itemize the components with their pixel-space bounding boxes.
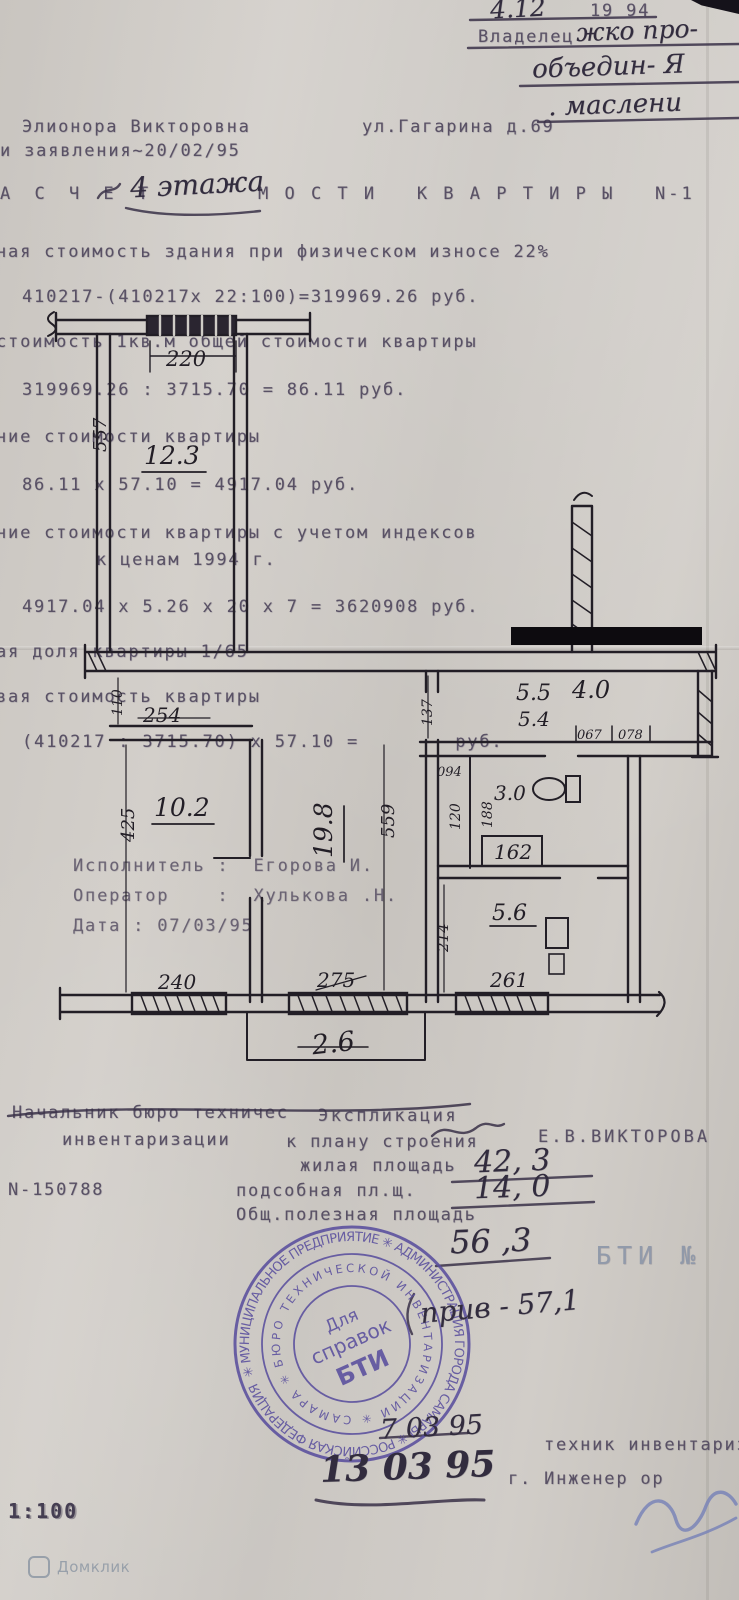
dim-559: 559 [378, 804, 399, 838]
domclick-logo-icon [28, 1556, 50, 1578]
bti-stamp: ✳ МУНИЦИПАЛЬНОЕ ПРЕДПРИЯТИЕ ✳ АДМИНИСТРА… [208, 1200, 496, 1488]
calc-line-9: 4917.04 х 5.26 х 20 х 7 = 3620908 руб. [22, 597, 480, 617]
application-line: и заявления~20/02/95 [0, 141, 241, 161]
room-label-5-4: 5.4 [518, 707, 550, 731]
owner-label: Владелец [478, 27, 575, 47]
dim-078: 078 [618, 728, 643, 743]
dim-110: 110 [110, 689, 126, 716]
chief-title-line-2: инвентаризации [62, 1130, 231, 1150]
dim-220: 220 [165, 347, 206, 371]
calc-line-7: ние стоимости квартиры с учетом индексов [0, 523, 478, 543]
room-label-10-2: 10.2 [154, 793, 210, 822]
dim-425: 425 [118, 808, 139, 843]
balcony-label-2-6: 2.6 [309, 1026, 356, 1061]
redaction-bar [511, 627, 702, 645]
paper-crease-vertical [706, 0, 709, 1600]
room-label-3-0: 3.0 [494, 781, 526, 805]
calc-title-left: А С Ч Е Т [0, 184, 156, 204]
plan-walls [47, 311, 720, 1061]
operator-line: Оператор : Хулькова .Н. [73, 886, 398, 906]
room-label-19-8: 19.8 [309, 802, 338, 858]
watermark: Домклик [28, 1556, 130, 1578]
hw-total-value: 56 ,3 [449, 1220, 533, 1262]
hw-owner-line-3: . маслени [547, 87, 683, 123]
watermark-label: Домклик [57, 1558, 131, 1576]
paper-crease-horizontal [0, 646, 739, 650]
chief-title-line-1: Начальник бюро техничес [12, 1103, 289, 1123]
hw-date-big: 13 03 95 [319, 1442, 497, 1492]
technician-label: техник инвентаризат [544, 1435, 739, 1455]
calc-line-3: стоимость 1кв.м общей стоимости квартиры [0, 332, 478, 352]
room-label-12-3: 12.3 [144, 441, 200, 470]
dim-254: 254 [142, 703, 181, 727]
room-label-4-0: 4.0 [571, 676, 610, 704]
hw-floor-note: 4 этажа [129, 164, 265, 205]
ink-strokes [6, 15, 739, 1507]
total-area-label: Общ.полезная площадь [236, 1205, 477, 1225]
dim-557: 557 [90, 417, 111, 452]
dim-067: 067 [577, 728, 603, 743]
hw-aux-value: 14, 0 [473, 1168, 551, 1207]
dim-261: 261 [489, 968, 528, 992]
hw-owner-line-2: объедин- Я [531, 49, 686, 85]
dim-120: 120 [448, 803, 464, 830]
executor-line: Исполнитель : Егорова И. [73, 856, 374, 876]
chief-name: Е.В.ВИКТОРОВА [538, 1127, 711, 1147]
scale-label: 1:100 [8, 1499, 79, 1523]
hw-owner-line-1: жко про- [575, 13, 699, 48]
engineer-label: г. Инженер ор [508, 1469, 665, 1489]
aux-area-label: подсобная пл.щ. [236, 1181, 417, 1201]
calc-title-right: М О С Т И К В А Р Т И Р Ы N-1 [258, 184, 695, 204]
calc-line-8: к ценам 1994 г. [96, 550, 277, 570]
year-line: 19 94 [590, 1, 651, 21]
calc-line-11: вая стоимость квартиры [0, 687, 261, 707]
dim-240: 240 [157, 970, 196, 994]
room-label-5-5: 5.5 [516, 681, 551, 706]
dim-094: 094 [437, 765, 462, 780]
plan-labels: 220 12.3 557 110 254 425 10.2 19.8 559 1… [90, 347, 643, 1061]
dim-137: 137 [420, 699, 436, 726]
dim-214: 214 [434, 923, 452, 953]
date-line: Дата : 07/03/95 [73, 916, 254, 936]
equipment-box-162: 162 [494, 840, 532, 864]
explication-subtitle: к плану строения [286, 1132, 479, 1152]
hw-top-date: 4.12 [489, 0, 547, 25]
room-label-5-6: 5.6 [492, 901, 527, 926]
calc-line-1: ная стоимость здания при физическом изно… [0, 242, 550, 262]
calc-line-4: 319969.26 : 3715.70 = 86.11 руб. [22, 380, 408, 400]
document-number: N-150788 [8, 1180, 105, 1200]
hw-date-small: 7 03 95 [379, 1409, 484, 1446]
bti-number-label: БТИ № [596, 1241, 702, 1270]
calc-line-2: 410217-(410217х 22:100)=319969.26 руб. [22, 287, 480, 307]
dim-275: 275 [316, 968, 355, 992]
living-area-label: жилая площадь [300, 1156, 457, 1176]
signature-scribble [634, 1490, 738, 1554]
dim-188: 188 [480, 801, 496, 828]
person-name: Элионора Викторовна [22, 117, 251, 137]
calc-line-10: ая доля квартиры 1/65 [0, 642, 249, 662]
